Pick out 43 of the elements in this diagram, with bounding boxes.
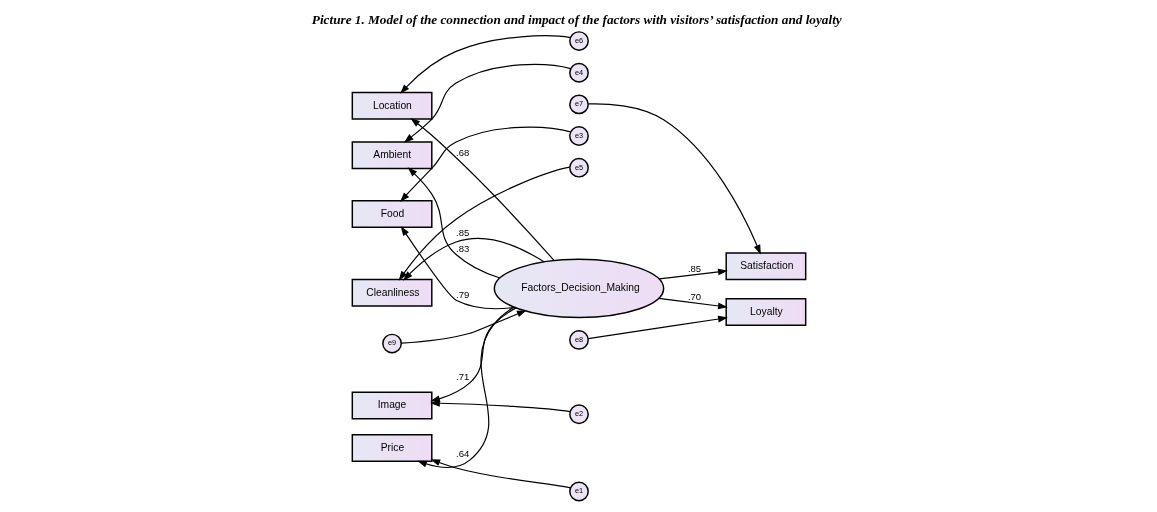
arrow <box>587 103 761 255</box>
arrow <box>403 63 571 143</box>
arrow <box>416 306 515 468</box>
arrow <box>402 237 545 281</box>
node-box: Ambient <box>351 141 433 170</box>
edge-label: .64 <box>455 448 469 460</box>
node-circle: e6 <box>568 31 589 52</box>
edge-label: .85 <box>687 262 701 274</box>
node-circle: e4 <box>568 62 589 83</box>
arrow <box>657 297 728 310</box>
node-circle: e9 <box>381 333 402 354</box>
arrow <box>407 167 500 279</box>
arrow <box>400 226 515 310</box>
arrow <box>409 118 555 262</box>
arrow <box>398 166 570 281</box>
edge-label: .68 <box>455 147 469 159</box>
node-box: Location <box>351 91 433 120</box>
node-circle: e3 <box>568 126 589 146</box>
node-circle: e5 <box>568 157 589 178</box>
node-box: Food <box>351 200 433 229</box>
node-box: Price <box>351 434 433 463</box>
edge-label: .70 <box>687 290 701 302</box>
diagram-title: Picture 1. Model of the connection and impact of the factors with visitors’ satisfaction and loyalty <box>311 12 842 28</box>
node-circle: e1 <box>568 481 589 502</box>
node-circle: e2 <box>568 404 589 425</box>
node-circle: e7 <box>568 94 589 115</box>
arrow <box>429 307 517 403</box>
arrow <box>399 35 571 94</box>
arrow <box>658 268 728 280</box>
node-box: Cleanliness <box>351 278 433 307</box>
edge-label: .85 <box>455 227 469 239</box>
arrow <box>429 459 571 489</box>
node-circle: e8 <box>568 329 589 350</box>
node-box: Image <box>351 391 433 420</box>
arrow <box>429 399 571 413</box>
edge-label: .71 <box>455 370 469 382</box>
edge-label: .79 <box>455 288 469 300</box>
arrow <box>400 310 527 344</box>
arrow <box>587 315 728 340</box>
node-box: Satisfaction <box>724 252 806 281</box>
arrow <box>399 126 571 202</box>
edge-label: .83 <box>455 242 469 254</box>
node-box: Loyalty <box>724 297 806 326</box>
